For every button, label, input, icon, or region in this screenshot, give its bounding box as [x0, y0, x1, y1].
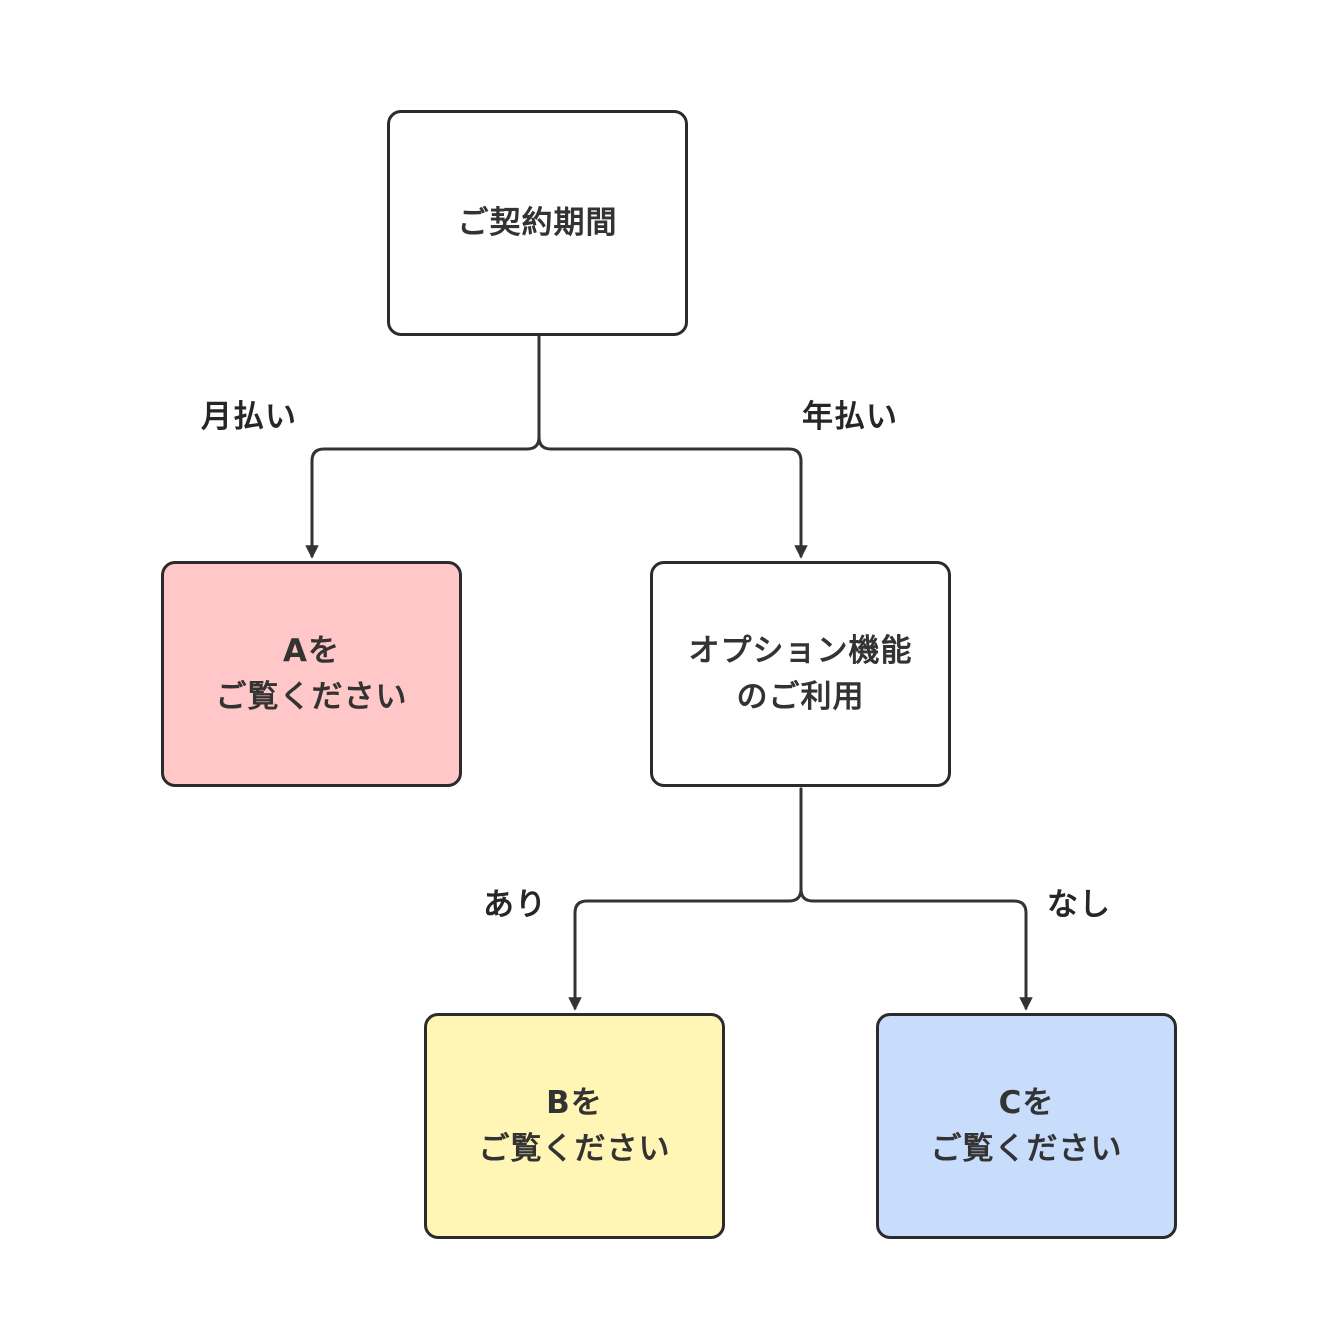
- node-option-usage-label-line2: のご利用: [736, 679, 865, 715]
- node-see-a-label-line1: Aを: [283, 633, 340, 669]
- node-contract-period-label: ご契約期間: [457, 205, 618, 241]
- edge-label-yearly: 年払い: [802, 399, 898, 435]
- node-option-usage-label-line1: オプション機能: [688, 633, 913, 669]
- edge-label-yes: あり: [483, 887, 547, 923]
- node-see-b-label-line1: Bを: [546, 1085, 603, 1121]
- node-see-a: Aを ご覧ください: [161, 561, 462, 787]
- connector-option-to-b: [568, 787, 803, 1011]
- connector-root-to-option: [537, 335, 808, 559]
- node-see-c-label-line2: ご覧ください: [930, 1131, 1123, 1167]
- connector-option-to-c: [799, 787, 1033, 1011]
- edge-label-monthly: 月払い: [201, 399, 297, 435]
- node-see-b-label-line2: ご覧ください: [478, 1131, 671, 1167]
- node-contract-period: ご契約期間: [387, 110, 688, 336]
- node-see-c-label-line1: Cを: [998, 1085, 1055, 1121]
- connector-root-to-a: [305, 335, 541, 559]
- node-see-c: Cを ご覧ください: [876, 1013, 1177, 1239]
- node-option-usage: オプション機能 のご利用: [650, 561, 951, 787]
- edge-label-no: なし: [1047, 887, 1111, 923]
- node-see-a-label-line2: ご覧ください: [215, 679, 408, 715]
- node-see-b: Bを ご覧ください: [424, 1013, 725, 1239]
